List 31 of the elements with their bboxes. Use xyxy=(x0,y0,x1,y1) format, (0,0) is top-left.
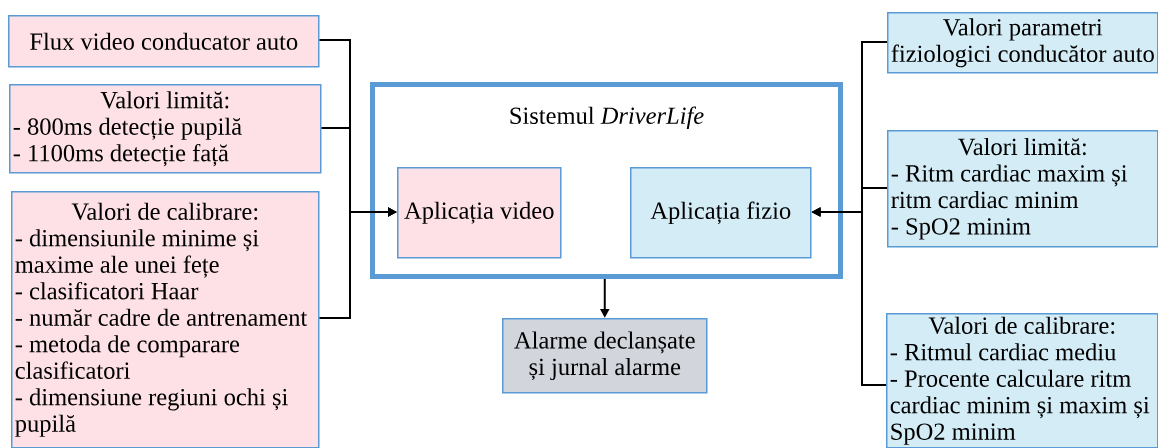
box-text: Valori parametri fiziologici conducător auto xyxy=(891,18,1154,68)
list-item: - 1100ms detecție față xyxy=(13,143,229,167)
application-box xyxy=(630,167,812,259)
output-box xyxy=(502,318,708,394)
box-heading: Valori limită: xyxy=(958,137,1086,156)
application-box xyxy=(397,167,562,259)
box-text: Flux video conducator auto xyxy=(30,32,298,50)
input-box xyxy=(9,84,322,174)
input-box xyxy=(11,191,320,448)
box-text: Aplicația fizio xyxy=(650,201,791,224)
input-box xyxy=(887,130,1158,248)
list-item: - clasificatori Haar xyxy=(15,281,199,300)
list-item: - metoda de comparare clasificatori xyxy=(15,335,240,379)
box-text: Aplicația video xyxy=(404,201,554,224)
input-box xyxy=(887,12,1158,74)
box-heading: Valori de calibrare: xyxy=(928,316,1115,334)
list-item: - SpO2 minim xyxy=(891,218,1031,240)
list-item: - dimensiunile minime și maxime ale unei fețe xyxy=(15,229,259,278)
list-item: - dimensiune regiuni ochi și pupilă xyxy=(15,388,288,437)
list-item: - Procente calculare ritm cardiac minim și maxim și SpO2 minim xyxy=(890,369,1150,445)
list-item: - Ritmul cardiac mediu xyxy=(890,343,1116,361)
list-item: - număr cadre de antrenament xyxy=(15,308,308,326)
box-heading: Valori limită: xyxy=(100,91,229,109)
input-box xyxy=(8,15,320,68)
list-item: - 800ms detecție pupilă xyxy=(13,117,242,140)
system-frame xyxy=(370,82,843,279)
system-title: Sistemul DriverLife xyxy=(510,106,704,129)
box-text: Alarme declanșate și jurnal alarme xyxy=(514,331,695,381)
input-box xyxy=(886,313,1158,448)
box-heading: Valori de calibrare: xyxy=(71,202,258,220)
list-item: - Ritm cardiac maxim și ritm cardiac minim xyxy=(891,164,1128,209)
